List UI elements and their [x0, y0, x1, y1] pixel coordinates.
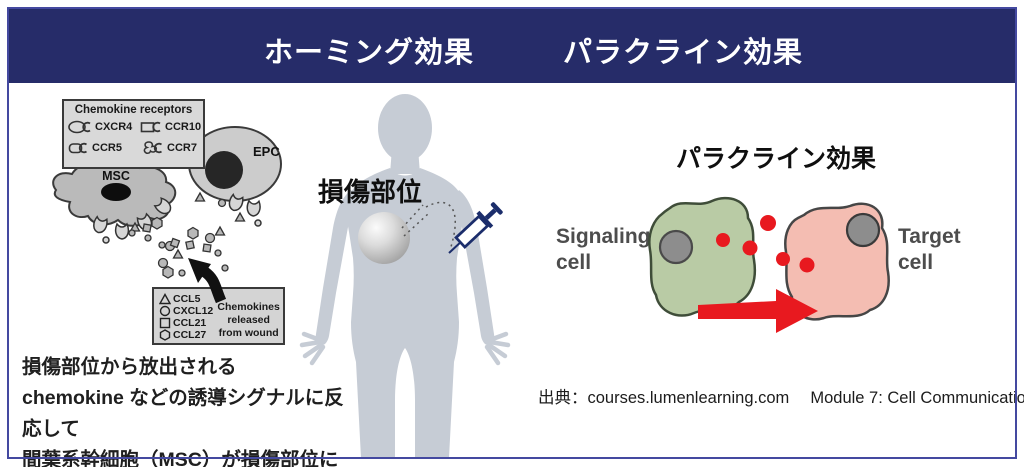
receptor-legend-title: Chemokine receptors: [74, 104, 193, 116]
homing-diagram: EPC MSC: [52, 126, 282, 279]
signaling-cell-nucleus: [658, 229, 694, 265]
silhouette-left-fingers: [299, 331, 326, 366]
receptor-label: CCR5: [92, 142, 122, 154]
homing-caption-line3: 間葉系幹細胞（MSC）が損傷部位に集積する: [22, 449, 339, 467]
legend-item-ccr5: CCR5: [68, 140, 140, 156]
receptor-label: CCR10: [165, 121, 202, 133]
msc-nucleus: [101, 183, 131, 201]
injury-site-sphere: [358, 212, 410, 264]
chemokine-label: CCL21: [173, 317, 207, 329]
paracrine-figure-title: パラクライン効果: [676, 145, 877, 173]
chemokine-label: CCL27: [173, 329, 207, 341]
syringe-icon: [448, 202, 503, 254]
chemokine-label: CXCL12: [173, 305, 214, 317]
homing-arrow: [188, 258, 227, 304]
receptor-legend-grid: CXCR4 CCR10 CCR5: [68, 120, 202, 156]
silhouette-head: [378, 94, 432, 162]
legend-item-ccl27: CCL27: [159, 329, 213, 341]
legend-item-ccr10: CCR10: [140, 120, 202, 134]
homing-caption-line2: chemokine などの誘導シグナルに反応して: [22, 387, 344, 440]
paracrine-effect-title: パラクライン効果: [563, 37, 804, 69]
circle-icon: [159, 305, 171, 317]
injection-graphic: [401, 201, 503, 254]
epc-label: EPC: [253, 144, 280, 159]
msc-label: MSC: [102, 169, 130, 183]
receptor-label: CXCR4: [95, 121, 133, 133]
silhouette-neck: [390, 148, 420, 174]
receptor-legend-box: Chemokine receptors CXCR4 CCR10: [62, 99, 205, 169]
chemokine-particles: [128, 191, 246, 279]
target-cell-nucleus: [845, 212, 881, 248]
header-band: [7, 7, 1017, 83]
membrane-receptors: [91, 193, 262, 244]
epc-nucleus: [205, 151, 243, 189]
target-cell-label: Target cell: [898, 225, 961, 274]
receptor-label: CCR7: [167, 142, 197, 154]
homing-caption-line1: 損傷部位から放出される: [22, 356, 237, 378]
paracrine-cells-diagram: [648, 196, 890, 333]
silhouette-left-arm: [315, 190, 355, 346]
source-citation: 出典：courses.lumenlearning.com Module 7: C…: [538, 389, 1024, 407]
legend-item-ccr7: CCR7: [140, 140, 202, 156]
chemokine-label: CCL5: [173, 293, 201, 305]
chemokine-legend-rows: CCL5 CXCL12 CCL21 CCL27: [159, 293, 213, 341]
triangle-icon: [159, 293, 171, 305]
clover-receptor-icon: [143, 141, 163, 154]
paracrine-arrow: [698, 289, 818, 333]
injury-site-label: 損傷部位: [318, 177, 423, 207]
signal-molecule-dots: [716, 215, 815, 273]
legend-item-cxcr4: CXCR4: [68, 120, 140, 134]
rounded-receptor-icon: [68, 142, 88, 154]
chemokine-caption: Chemokines released from wound: [217, 301, 280, 339]
rect-receptor-icon: [140, 121, 161, 133]
legend-item-cxcl12: CXCL12: [159, 305, 213, 317]
oval-receptor-icon: [68, 120, 91, 134]
square-icon: [159, 317, 171, 329]
hexagon-icon: [159, 329, 171, 341]
silhouette-right-fingers: [484, 331, 511, 366]
legend-item-ccl5: CCL5: [159, 293, 213, 305]
signaling-cell-label: Signaling cell: [556, 225, 651, 274]
legend-item-ccl21: CCL21: [159, 317, 213, 329]
dotted-guides: [401, 201, 456, 251]
homing-effect-title: ホーミング効果: [264, 37, 475, 69]
homing-caption: 損傷部位から放出される chemokine などの誘導シグナルに反応して 間葉系…: [22, 352, 352, 467]
